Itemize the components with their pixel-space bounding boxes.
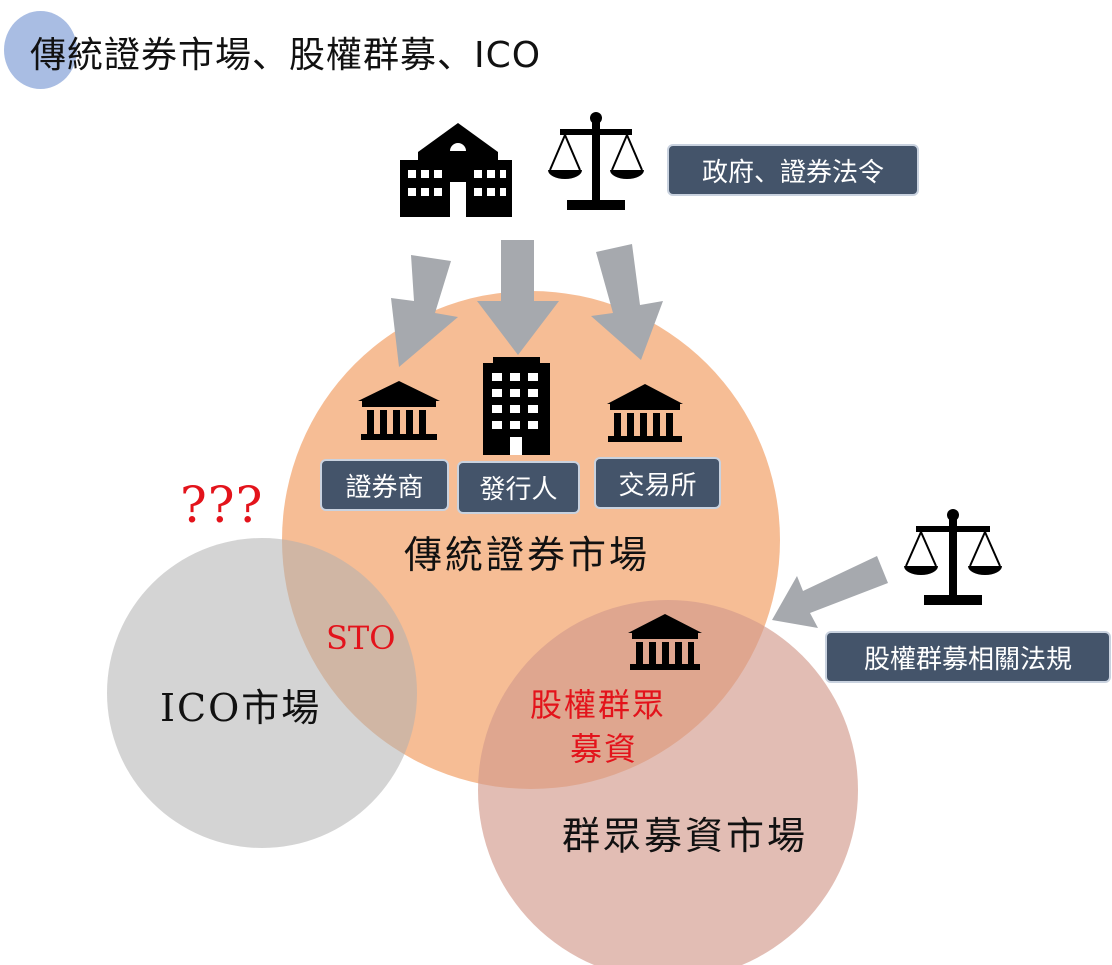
page-title: 傳統證券市場、股權群募、ICO	[30, 35, 542, 76]
equity-crowdfunding-law-tag: 股權群募相關法規	[825, 631, 1111, 683]
issuer-tag: 發行人	[457, 461, 580, 514]
title-bullet	[4, 11, 77, 89]
bank-icon-exchange	[607, 384, 683, 442]
arrow-to-broker	[391, 255, 458, 367]
broker-tag: 證券商	[320, 459, 449, 511]
school-building-icon	[400, 123, 512, 217]
equity-crowdfunding-label-line2: 募資	[570, 730, 639, 768]
arrow-to-issuer	[477, 240, 559, 355]
office-building-icon	[483, 357, 550, 455]
ico-market-circle	[107, 538, 417, 848]
crowdfunding-market-label: 群眾募資市場	[562, 814, 809, 858]
scale-icon-crowdfunding	[904, 509, 1002, 605]
traditional-market-label: 傳統證券市場	[404, 533, 651, 577]
arrow-from-crowd-law	[772, 556, 888, 628]
bank-icon-broker	[358, 381, 440, 440]
government-law-tag: 政府、證券法令	[667, 144, 919, 196]
equity-crowdfunding-label-line1: 股權群眾	[530, 686, 667, 724]
exchange-tag: 交易所	[594, 457, 721, 509]
crowdfunding-market-circle	[478, 600, 858, 965]
scale-icon-government	[548, 112, 644, 210]
ico-market-label: ICO市場	[160, 686, 322, 730]
bank-icon-equity-crowdfunding	[628, 614, 702, 670]
sto-label: STO	[326, 619, 396, 657]
arrow-to-exchange	[591, 244, 663, 360]
question-marks: ???	[180, 476, 264, 534]
